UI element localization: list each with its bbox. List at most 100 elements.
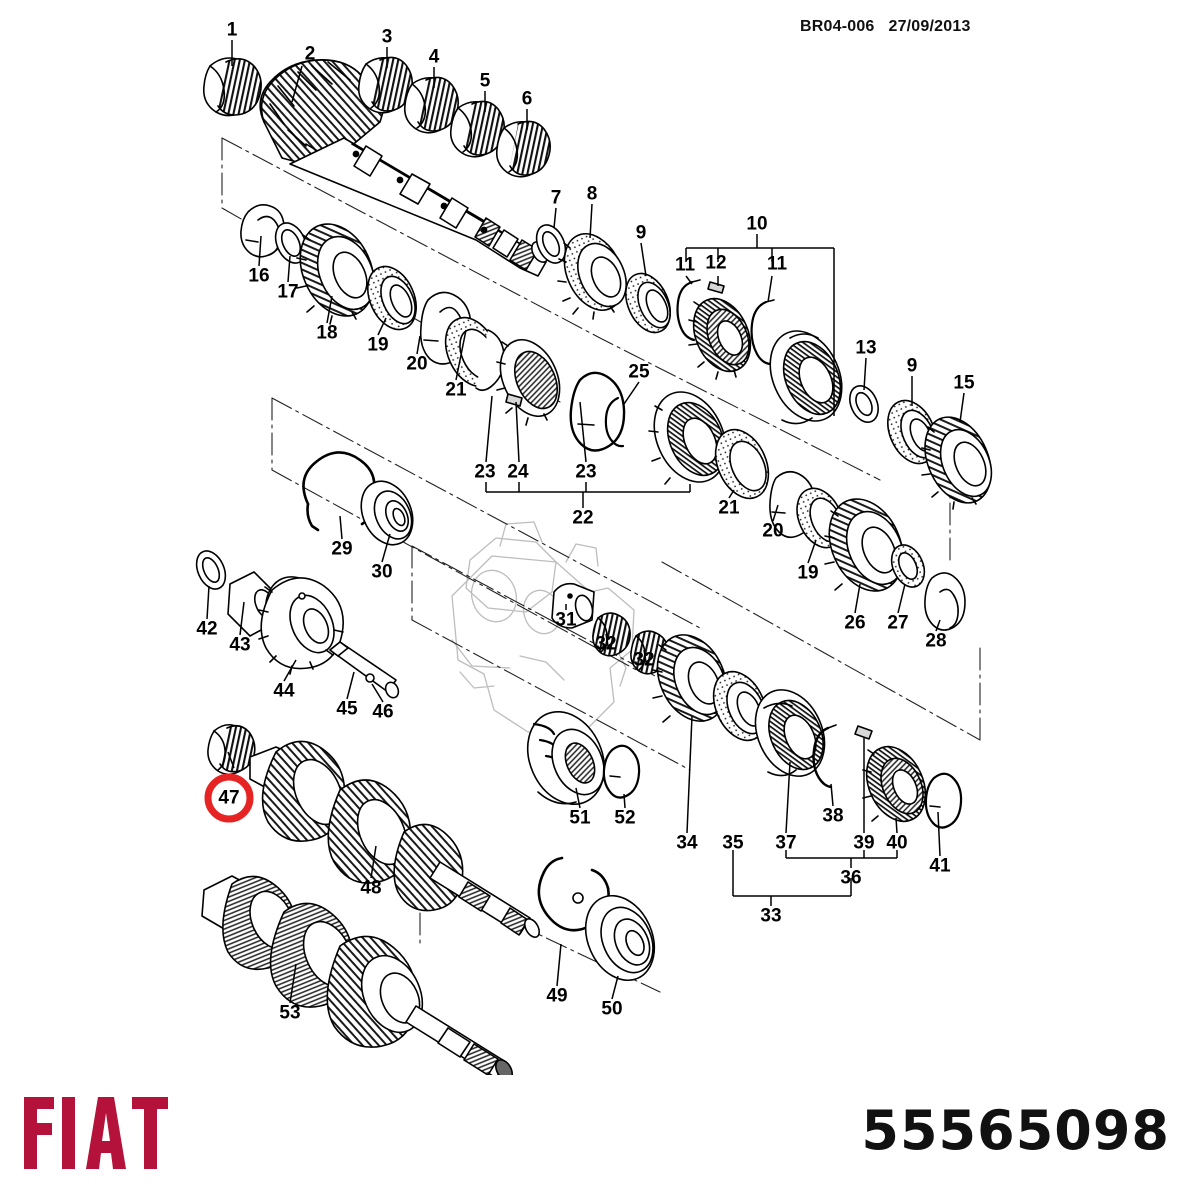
- part-18-gear: [296, 223, 376, 325]
- part-45-shaft-pin: [329, 641, 400, 699]
- callout-number-18: 18: [316, 323, 337, 344]
- callout-number-36: 36: [840, 868, 861, 889]
- callout-number-51: 51: [569, 808, 591, 829]
- part-38-spring: [812, 724, 837, 789]
- part-41-snap-ring: [924, 772, 963, 829]
- callout-number-40: 40: [886, 833, 907, 854]
- callout-number-9: 9: [636, 223, 647, 244]
- callout-number-19: 19: [367, 335, 388, 356]
- callout-number-5: 5: [480, 71, 491, 92]
- callout-number-7: 7: [551, 188, 562, 209]
- part-4-needle-bearing: [403, 76, 459, 134]
- callout-number-10: 10: [746, 214, 767, 235]
- part-42-washer: [195, 550, 227, 590]
- part-2-input-shaft: [259, 59, 549, 277]
- callout-number-17: 17: [277, 282, 298, 303]
- part-6-needle-bearing: [495, 120, 551, 178]
- callout-number-38: 38: [822, 806, 843, 827]
- part-25-spring: [604, 396, 625, 448]
- part-31-bush: [551, 582, 595, 629]
- callout-number-15: 15: [953, 373, 975, 394]
- part-7-washer: [535, 224, 567, 264]
- callout-number-39: 39: [853, 833, 874, 854]
- fiat-logo: [22, 1095, 192, 1171]
- part-19-synchro-ring: [367, 265, 417, 331]
- callout-number-48: 48: [360, 878, 381, 899]
- callout-number-21: 21: [445, 380, 467, 401]
- callout-number-13: 13: [855, 338, 876, 359]
- callout-number-2: 2: [305, 44, 316, 65]
- callout-number-34: 34: [676, 833, 698, 854]
- part-23-ring: [569, 371, 626, 452]
- callout-number-44: 44: [273, 681, 295, 702]
- part-9-synchro-ring: [625, 272, 671, 334]
- callout-number-23: 23: [474, 462, 495, 483]
- part-10-sleeve: [769, 330, 843, 425]
- callout-number-24: 24: [507, 462, 529, 483]
- part-47-needle-bearing: [207, 723, 256, 776]
- callout-number-52: 52: [614, 808, 635, 829]
- callout-number-20: 20: [406, 354, 427, 375]
- part-39-key: [854, 725, 873, 740]
- callout-number-29: 29: [331, 539, 352, 560]
- part-50-ball-bearing: [584, 894, 656, 982]
- callout-number-49: 49: [546, 986, 567, 1007]
- callout-number-41: 41: [929, 856, 951, 877]
- part-3-needle-bearing: [357, 56, 413, 114]
- callout-number-23: 23: [575, 462, 596, 483]
- part-22-sleeve: [648, 391, 727, 485]
- callout-number-4: 4: [429, 47, 440, 68]
- leader-lines: [206, 40, 965, 1004]
- callout-number-42: 42: [196, 619, 217, 640]
- part-11-spring: [676, 279, 701, 342]
- callout-number-27: 27: [887, 613, 908, 634]
- part-number: 55565098: [861, 1099, 1170, 1162]
- callout-number-46: 46: [372, 702, 393, 723]
- part-8-gear: [557, 233, 627, 320]
- part-48-output-shaft: [249, 740, 541, 938]
- callout-number-16: 16: [248, 266, 269, 287]
- part-5-needle-bearing: [449, 100, 505, 158]
- callout-number-3: 3: [382, 27, 393, 48]
- callout-number-33: 33: [760, 906, 781, 927]
- callout-number-9: 9: [907, 356, 918, 377]
- part-51-reverse-gear: [526, 710, 606, 806]
- part-37-sleeve: [754, 689, 826, 777]
- part-13-washer: [849, 385, 879, 423]
- callout-number-26: 26: [844, 613, 865, 634]
- drawing-header: BR04-006 27/09/2013: [800, 18, 971, 35]
- part-12-key: [707, 281, 725, 294]
- callout-number-8: 8: [587, 184, 598, 205]
- part-23-hub: [496, 339, 561, 426]
- callout-number-6: 6: [522, 89, 533, 110]
- highlight-marker-47: [204, 773, 254, 823]
- part-21-synchro-right: [714, 428, 770, 500]
- callout-number-19: 19: [797, 563, 818, 584]
- callout-number-45: 45: [336, 699, 358, 720]
- callout-number-21: 21: [718, 498, 740, 519]
- callout-number-32: 32: [595, 634, 616, 655]
- highlight-number-47: 47: [218, 788, 239, 809]
- callout-number-1: 1: [227, 20, 238, 41]
- part-28-washer: [924, 572, 966, 631]
- part-26-gear: [824, 498, 905, 592]
- part-1-needle-bearing: [202, 57, 262, 117]
- callout-number-11: 11: [675, 255, 696, 276]
- part-30-ball-bearing: [360, 480, 414, 546]
- part-27-washer: [890, 544, 926, 588]
- callout-number-20: 20: [762, 521, 783, 542]
- callout-number-28: 28: [925, 631, 946, 652]
- part-46-pin: [365, 673, 375, 683]
- callout-number-25: 25: [628, 362, 650, 383]
- callout-number-12: 12: [705, 253, 726, 274]
- callout-number-22: 22: [572, 508, 593, 529]
- callout-number-32: 32: [633, 650, 654, 671]
- callout-number-50: 50: [601, 999, 622, 1020]
- callout-number-53: 53: [279, 1003, 300, 1024]
- callout-number-30: 30: [371, 562, 392, 583]
- callout-number-31: 31: [555, 610, 577, 631]
- callout-number-11: 11: [767, 254, 788, 275]
